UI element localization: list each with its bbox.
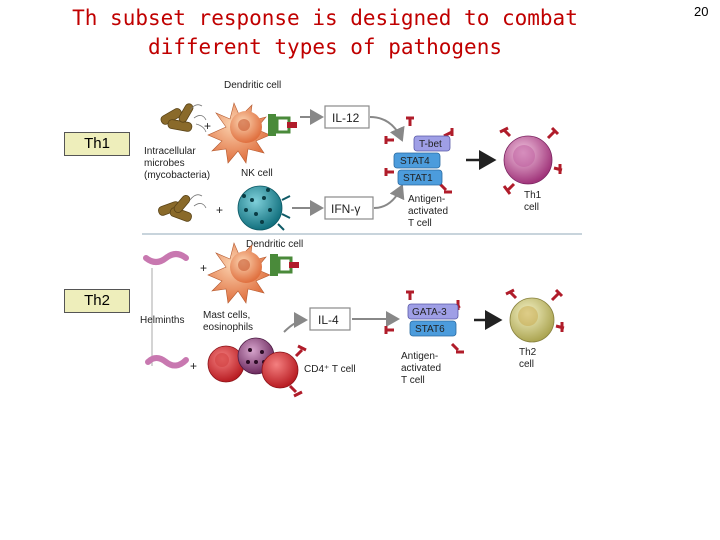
- helminth-icon: [145, 355, 189, 369]
- page-number: 20: [694, 4, 709, 19]
- stat6-label: STAT6: [415, 324, 445, 335]
- receptor-icons: [384, 116, 454, 194]
- plus-sign: +: [204, 119, 211, 133]
- helminth-icon: [143, 251, 189, 265]
- activated-label-line3: T cell: [401, 375, 425, 386]
- stat1-label: STAT1: [403, 173, 433, 184]
- dendritic-cell-icon: [207, 102, 271, 164]
- gata3-box: [407, 303, 459, 320]
- activated-label-line3: T cell: [408, 218, 432, 229]
- dendritic-cell-icon: [207, 242, 271, 304]
- tbet-label: T-bet: [419, 139, 442, 150]
- flow-arrow: [373, 184, 405, 209]
- mycobacteria-icon: [160, 103, 207, 133]
- title-line-1: Th subset response is designed to combat: [72, 6, 578, 30]
- th1-panel: + Dendritic cell Intracellular microbes …: [144, 80, 563, 231]
- th1-cell-label-line2: cell: [524, 202, 539, 213]
- slide-title: Th subset response is designed to combat…: [60, 4, 590, 62]
- mhc-receptor-icon: [270, 254, 299, 276]
- th2-cell-icon: [505, 288, 565, 343]
- il4-box: [309, 307, 351, 331]
- mast-cells-label-line1: Mast cells,: [203, 310, 250, 321]
- th2-cell-label-line1: Th2: [519, 347, 537, 358]
- mycobacteria-icon: [158, 194, 207, 222]
- plus-sign: +: [216, 203, 223, 217]
- th1-cell-icon: [499, 126, 563, 195]
- th1-cell-label-line1: Th1: [524, 190, 542, 201]
- stat4-label: STAT4: [400, 156, 430, 167]
- stat4-box: [393, 152, 441, 169]
- il12-box: [324, 105, 370, 129]
- plus-sign: +: [190, 359, 197, 373]
- nk-cell-label: NK cell: [241, 168, 273, 179]
- plus-sign: +: [200, 261, 207, 275]
- activated-label-line2: activated: [408, 206, 448, 217]
- th2-panel: Dendritic cell + Helminths + Mast cells,…: [140, 239, 565, 398]
- activated-label-line1: Antigen-: [401, 351, 438, 362]
- stat1-box: [397, 169, 443, 186]
- mhc-receptor-icon: [268, 114, 297, 136]
- dendritic-cell-label: Dendritic cell: [246, 239, 303, 250]
- helminths-label: Helminths: [140, 315, 184, 326]
- th1-label: Th1: [64, 132, 130, 156]
- il4-label: IL-4: [318, 313, 339, 327]
- pathogen-label-line3: (mycobacteria): [144, 170, 210, 181]
- flow-arrow: [283, 312, 308, 333]
- flow-arrow: [369, 116, 405, 142]
- ifn-gamma-label: IFN-γ: [331, 202, 360, 216]
- gata3-label: GATA-3: [412, 307, 447, 318]
- title-line-2: different types of pathogens: [147, 35, 502, 59]
- cd4-t-cell-icon: [261, 344, 307, 398]
- nk-cell-icon: [237, 185, 291, 231]
- dendritic-cell-label: Dendritic cell: [224, 80, 281, 91]
- activated-label-line2: activated: [401, 363, 441, 374]
- stat6-box: [409, 320, 457, 337]
- pathogen-label-line1: Intracellular: [144, 146, 196, 157]
- cd4-t-cell-label: CD4⁺ T cell: [304, 364, 356, 375]
- il12-label: IL-12: [332, 111, 360, 125]
- activated-label-line1: Antigen-: [408, 194, 445, 205]
- mast-cells-label-line2: eosinophils: [203, 322, 253, 333]
- th2-label: Th2: [64, 289, 130, 313]
- mast-cell-icon: [207, 345, 245, 383]
- th2-cell-label-line2: cell: [519, 359, 534, 370]
- tbet-box: [413, 135, 451, 152]
- pathogen-label-line2: microbes: [144, 158, 185, 169]
- ifn-gamma-box: [324, 196, 374, 220]
